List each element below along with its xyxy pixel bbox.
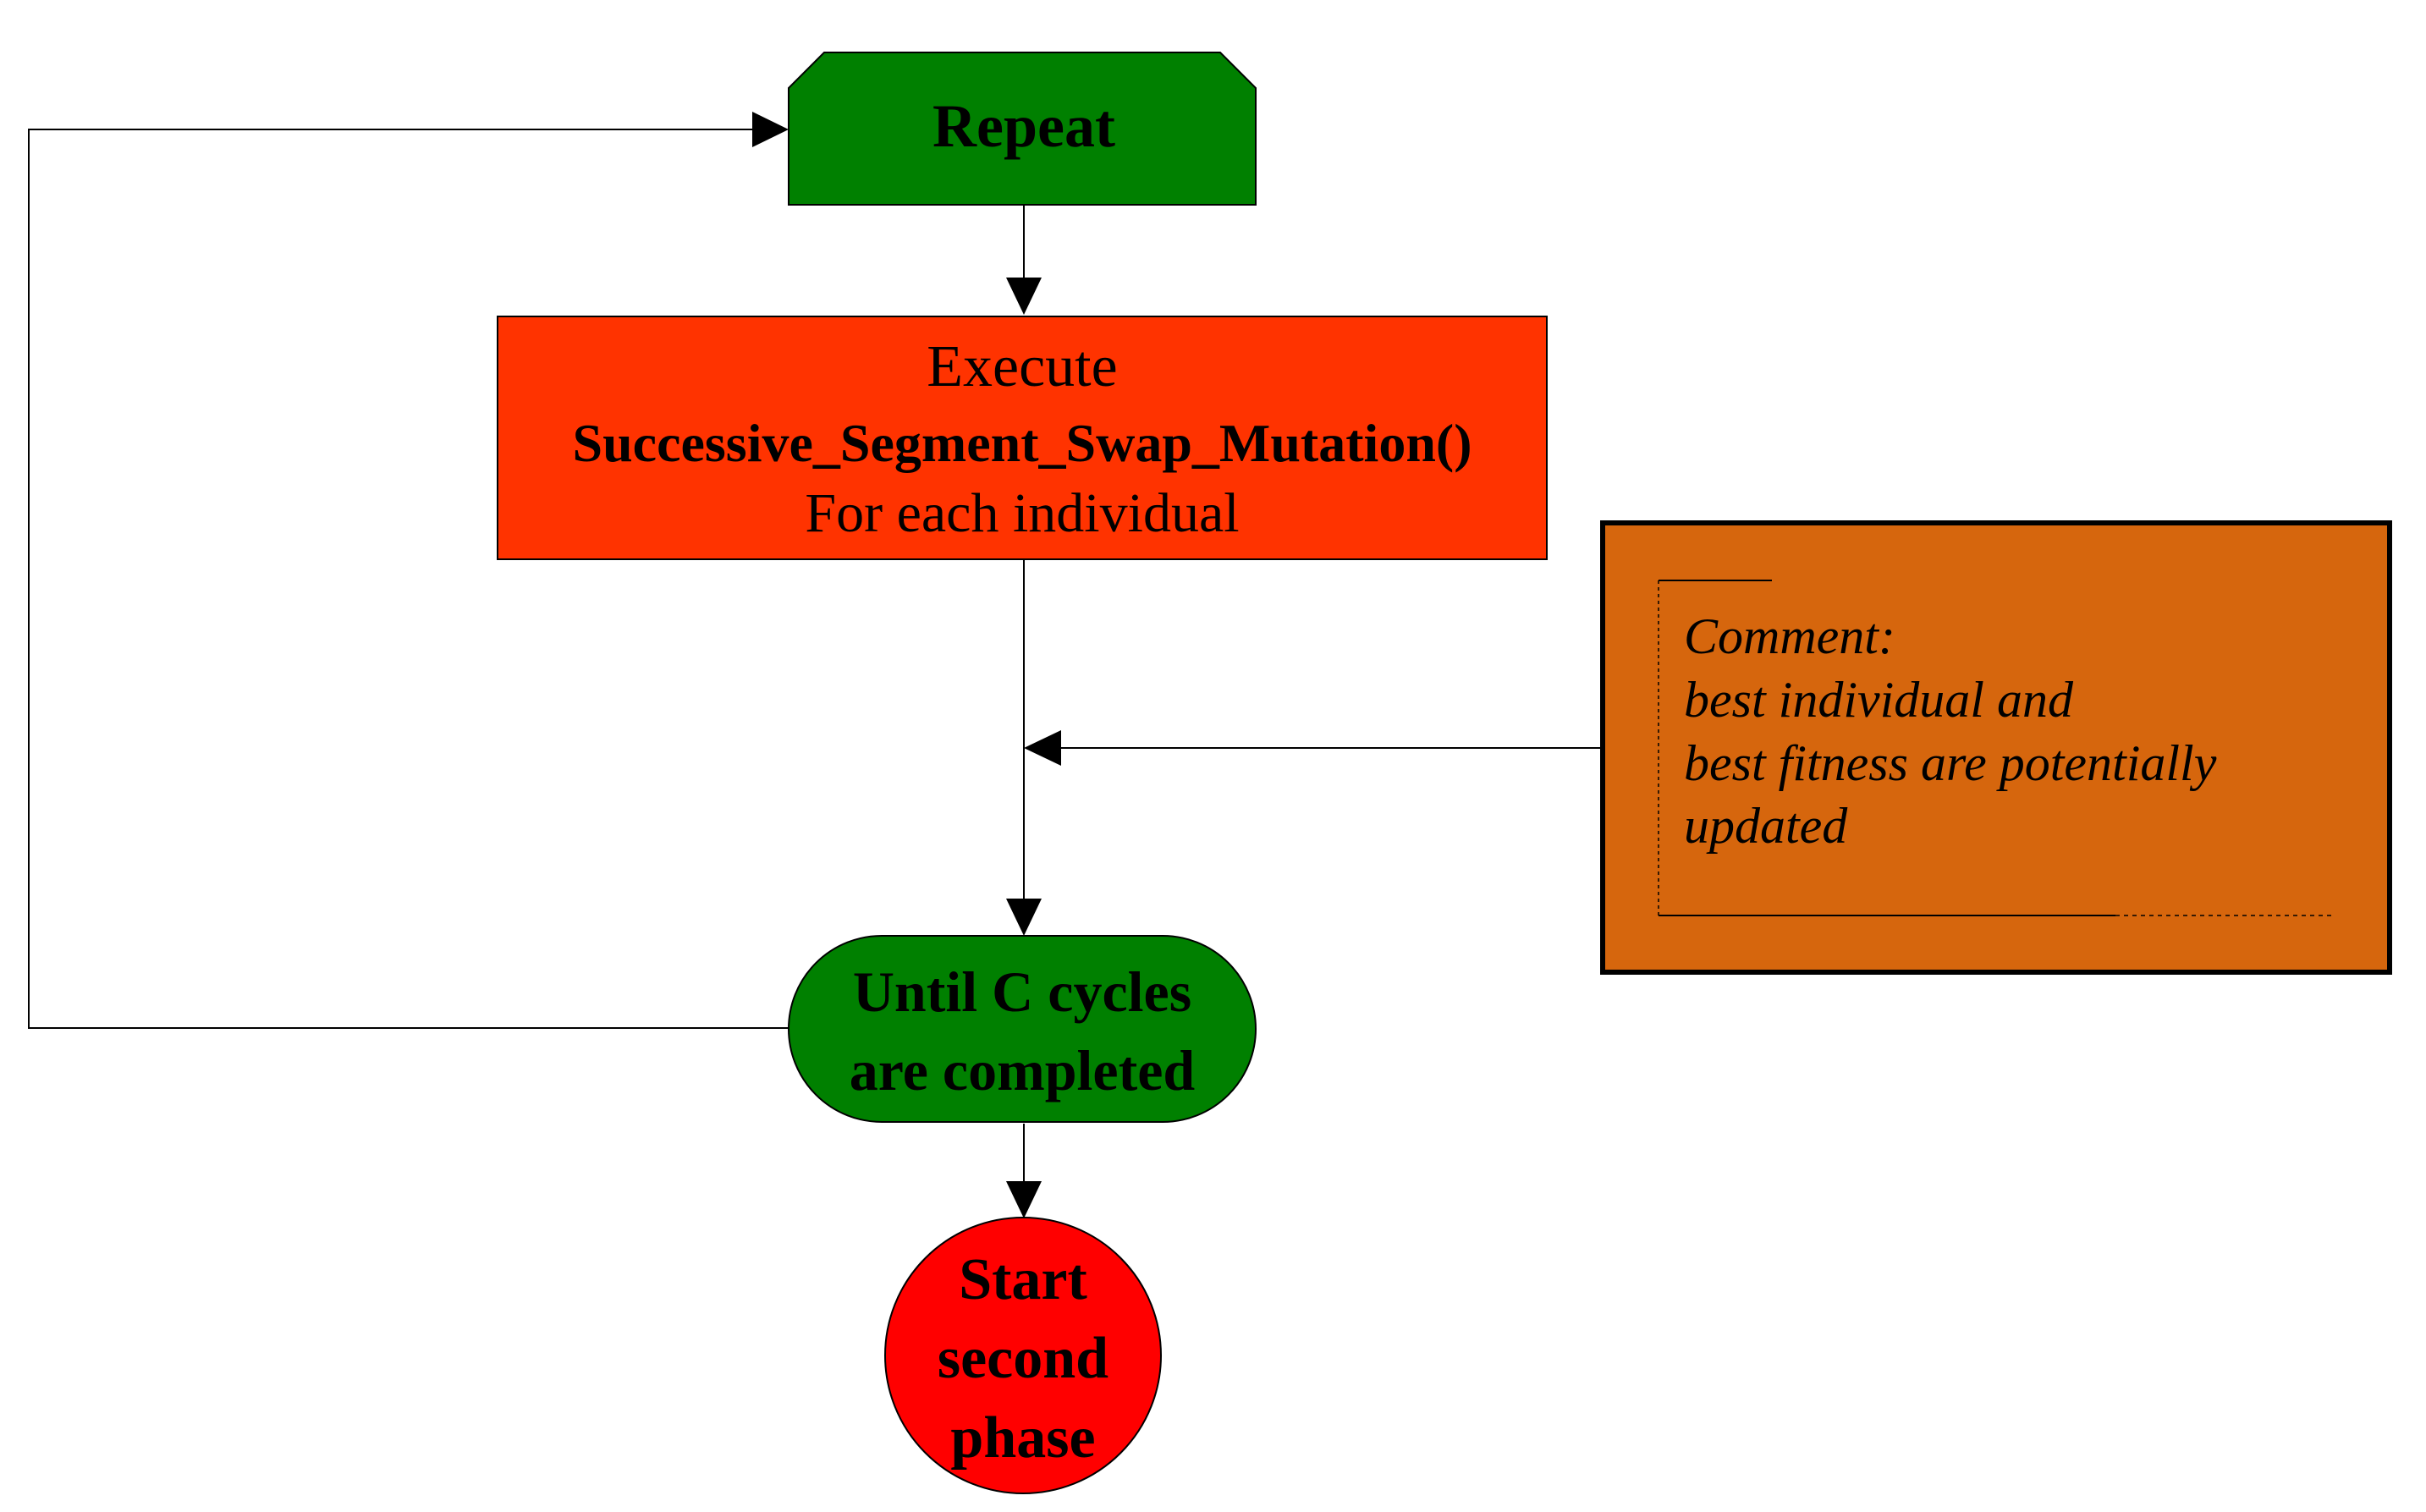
execute-line2: Successive_Segment_Swap_Mutation() xyxy=(572,413,1472,473)
edge-loop-back xyxy=(28,129,789,1029)
start-shape xyxy=(884,1217,1162,1494)
arrowhead-into-repeat xyxy=(752,112,789,147)
comment-shape xyxy=(1600,520,2392,975)
node-comment: Comment: best individual and best fitnes… xyxy=(1600,520,2392,975)
arrowhead-into-until xyxy=(1006,899,1042,936)
node-start: Start second phase xyxy=(884,1217,1162,1494)
connectors xyxy=(28,112,1603,1218)
node-execute: Execute Successive_Segment_Swap_Mutation… xyxy=(497,316,1548,560)
comment-line2: best individual and xyxy=(1684,672,2074,728)
until-shape xyxy=(788,935,1257,1123)
comment-line4: updated xyxy=(1684,798,1848,854)
start-line3: phase xyxy=(950,1405,1095,1471)
until-line1: Until C cycles xyxy=(853,959,1191,1024)
until-line2: are completed xyxy=(850,1038,1196,1102)
execute-shape xyxy=(497,316,1548,560)
execute-line3: For each individual xyxy=(805,482,1239,544)
arrowhead-into-execute xyxy=(1006,278,1042,315)
comment-line1: Comment: xyxy=(1684,608,1895,664)
execute-line1: Execute xyxy=(927,334,1117,399)
start-line1: Start xyxy=(959,1247,1087,1312)
comment-line3: best fitness are potentially xyxy=(1684,735,2217,791)
node-until: Until C cycles are completed xyxy=(788,935,1257,1123)
start-line2: second xyxy=(938,1326,1108,1391)
repeat-shape xyxy=(788,52,1257,206)
node-repeat: Repeat xyxy=(788,52,1257,206)
arrowhead-into-start xyxy=(1006,1181,1042,1218)
arrowhead-comment-link xyxy=(1024,730,1061,766)
repeat-label: Repeat xyxy=(932,92,1115,160)
